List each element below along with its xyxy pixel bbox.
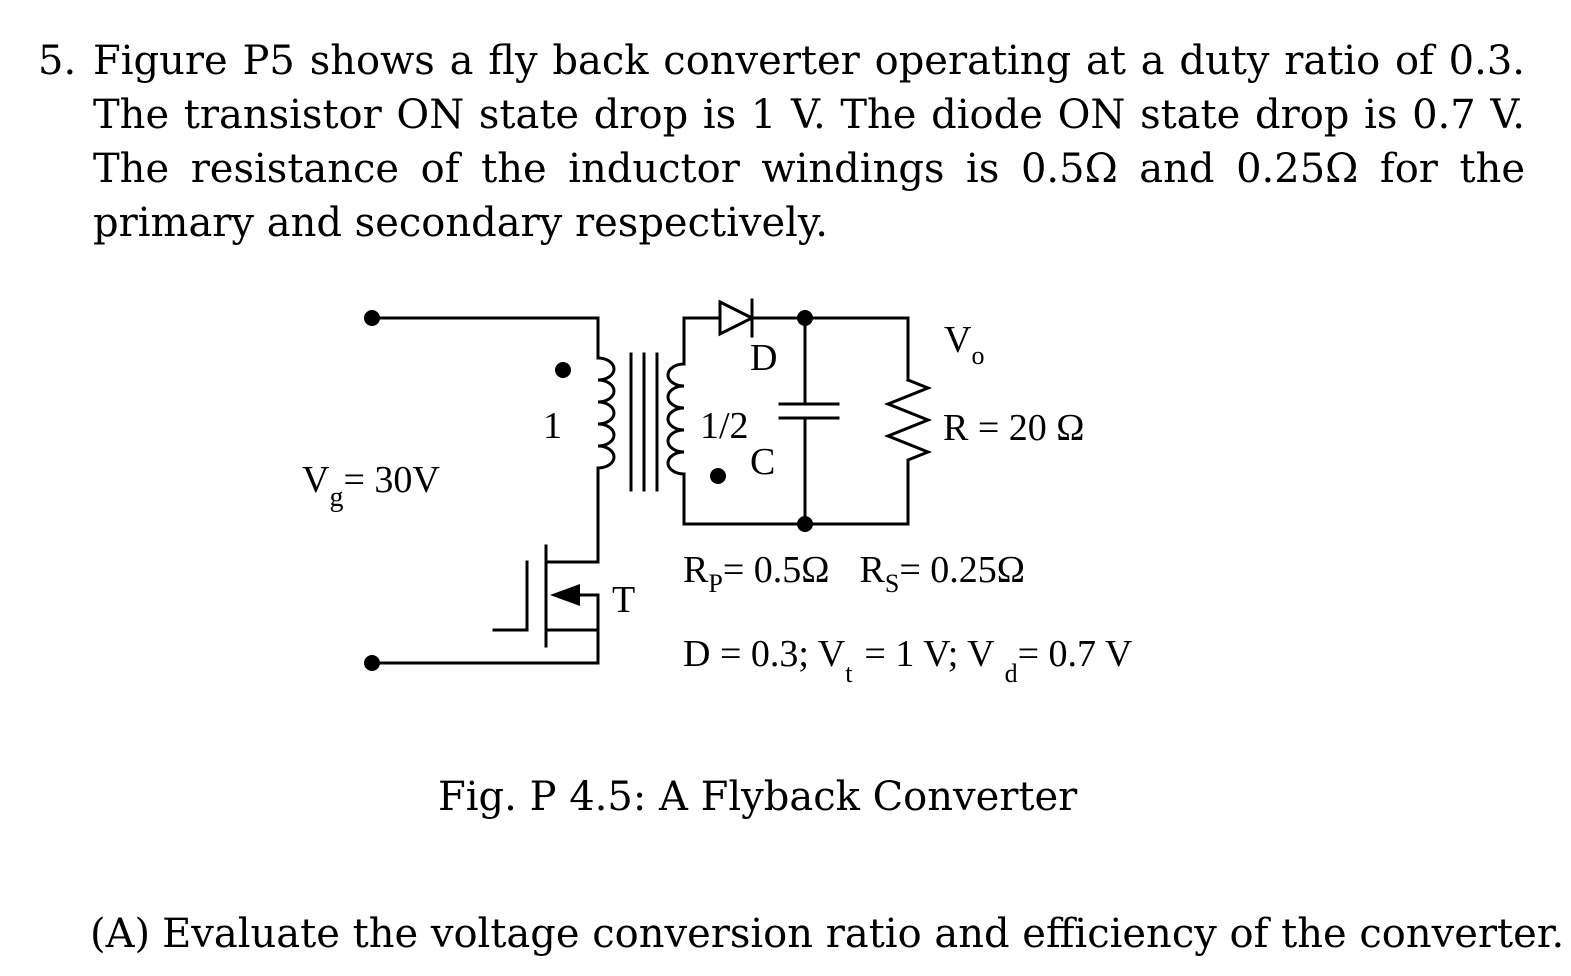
primary-turns-label: 1	[543, 405, 562, 447]
secondary-bottom-wire	[682, 472, 910, 526]
secondary-turns-label: 1/2	[700, 405, 749, 447]
primary-dot-marker	[555, 362, 571, 378]
capacitor-label: C	[750, 441, 775, 483]
primary-winding	[596, 356, 616, 470]
diode-anode-triangle	[718, 299, 756, 337]
secondary-top-wire	[682, 316, 722, 366]
load-resistance-label: R = 20 Ω	[943, 407, 1085, 449]
output-top-node	[797, 310, 813, 326]
source-label: Vg= 30V	[302, 459, 440, 513]
load-resistor	[883, 378, 933, 526]
problem-number: 5.	[38, 38, 77, 84]
mosfet-arrow	[550, 584, 580, 606]
mosfet-gate	[492, 560, 529, 632]
figure-caption: Fig. P 4.5: A Flyback Converter	[438, 774, 1078, 820]
question-label: (A)	[90, 911, 151, 957]
output-voltage-label: Vo	[944, 319, 984, 370]
primary-to-transistor-wire	[544, 466, 600, 564]
problem-text: Figure P5 shows a fly back converter ope…	[93, 38, 1525, 246]
transistor-label: T	[612, 579, 635, 621]
input-bottom-terminal	[364, 655, 380, 671]
question-text: Evaluate the voltage conversion ratio an…	[162, 911, 1565, 957]
secondary-dot-marker	[710, 468, 726, 484]
question-a: (A)Evaluate the voltage conversion ratio…	[90, 907, 1564, 961]
input-top-wire	[370, 316, 600, 360]
transformer-core	[629, 352, 659, 492]
secondary-winding	[666, 362, 686, 476]
diode-label: D	[750, 337, 777, 379]
capacitor-plates	[778, 402, 840, 420]
mosfet-source-wire	[544, 628, 600, 665]
output-bottom-node	[797, 516, 813, 532]
input-top-terminal	[364, 310, 380, 326]
